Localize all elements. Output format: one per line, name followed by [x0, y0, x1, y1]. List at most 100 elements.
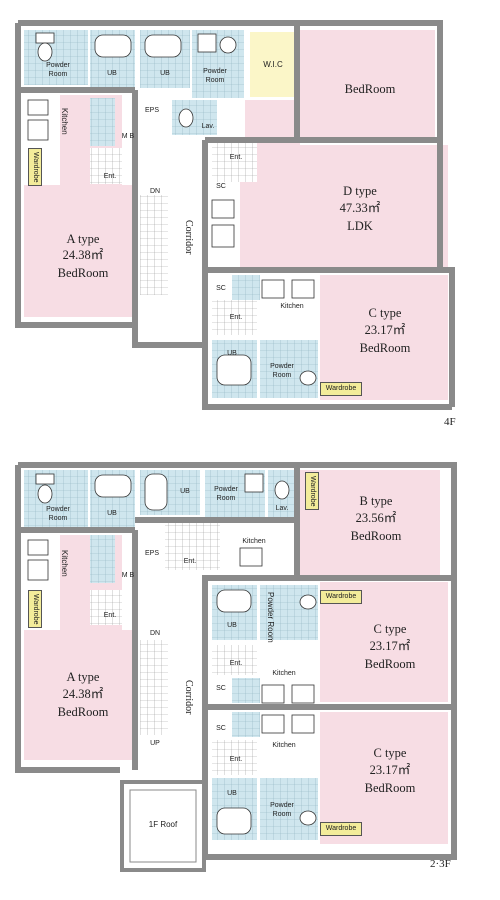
eps-2f-label: EPS	[144, 550, 159, 557]
d-bedroom-label: BedRoom	[344, 82, 396, 96]
powder-c-4f	[260, 340, 318, 398]
wash-c1-2f	[232, 678, 260, 703]
wardrobe-a-2f: Wardrobe	[28, 590, 42, 628]
fixtures-4f	[27, 32, 317, 386]
unit-c1-type: C type	[373, 622, 407, 636]
corridor-2f-label: Corridor	[183, 680, 194, 715]
room-b-2f	[300, 470, 440, 575]
wic	[250, 32, 295, 97]
wash-a-2f	[90, 535, 115, 583]
unit-d-area: 47.33㎡	[339, 201, 381, 215]
wardrobe-c-4f: Wardrobe	[320, 382, 362, 396]
dn-2f-label: DN	[149, 630, 161, 637]
stairs-4f	[140, 195, 168, 295]
sc-c-4f-label: SC	[216, 285, 226, 292]
ent-d-4f-label: Ent.	[229, 154, 243, 161]
room-a-4f	[24, 185, 132, 317]
room-d-bedroom	[300, 30, 435, 140]
ub-a-2f-label: UB	[107, 510, 117, 517]
walls-2f	[15, 462, 457, 860]
wardrobe-a-4f: Wardrobe	[28, 148, 42, 186]
kitchen-a-2f-label: Kitchen	[60, 550, 69, 577]
ub-a-4f-label: UB	[107, 70, 117, 77]
ent-a-2f-label: Ent.	[103, 612, 117, 619]
unit-b-area: 23.56㎡	[355, 511, 397, 525]
ent-c2-2f-label: Ent.	[229, 756, 243, 763]
kitchen-c-4f-label: Kitchen	[280, 303, 304, 310]
wash-c-4f	[232, 275, 260, 300]
roof-inner	[129, 789, 197, 863]
lav-4f-label: Lav.	[201, 123, 215, 130]
floor-2-3f	[15, 462, 457, 872]
ub-c-4f-label: UB	[227, 350, 237, 357]
room-a-2f	[24, 630, 132, 760]
corridor-4f-label: Corridor	[183, 220, 194, 255]
unit-b-type: B type	[359, 494, 393, 508]
sc-c2-2f-label: SC	[216, 725, 226, 732]
wash-a-4f	[90, 98, 115, 146]
sc-c1-2f-label: SC	[216, 685, 226, 692]
ub-b-2f-label: UB	[180, 488, 190, 495]
ent-c-4f-label: Ent.	[229, 314, 243, 321]
ent-b-2f-label: Ent.	[183, 558, 197, 565]
powder-c2-2f	[260, 778, 318, 840]
room-c-4f	[320, 275, 448, 400]
powder-c1-2f-label: Powder Room	[266, 592, 275, 643]
unit-c2-area: 23.17㎡	[369, 763, 411, 777]
powder-a-4f-label-1: Powder	[46, 62, 70, 69]
unit-c1-room: BedRoom	[364, 657, 416, 671]
wic-label: W.I.C	[263, 60, 283, 69]
powder-a-2f-label-1: Powder	[46, 506, 70, 513]
powder-c-4f-label-1: Powder	[270, 363, 294, 370]
stairs-2f	[140, 640, 168, 735]
ub-a-4f	[24, 30, 88, 85]
kitchen-c2-2f-label: Kitchen	[272, 742, 296, 749]
ent-a-4f	[90, 148, 122, 184]
ub-c2-2f-label: UB	[227, 790, 237, 797]
ent-c1-2f	[212, 645, 257, 675]
ent-c2-2f	[212, 740, 257, 775]
unit-c-4f-area: 23.17㎡	[364, 323, 406, 337]
floor-4f	[15, 20, 457, 410]
wardrobe-c2-2f: Wardrobe	[320, 822, 362, 836]
eps-4f-label: EPS	[144, 107, 159, 114]
floor-label-4f: 4F	[444, 416, 456, 428]
ent-b-2f	[165, 520, 220, 570]
unit-a-2f-type: A type	[66, 670, 100, 684]
ent-a-4f-label: Ent.	[103, 173, 117, 180]
unit-c2-type: C type	[373, 746, 407, 760]
mb-4f-label: M B	[121, 133, 135, 140]
powder-a-4f-label-2: Room	[48, 71, 68, 78]
wardrobe-c1-2f: Wardrobe	[320, 590, 362, 604]
powder-c2-2f-label-1: Powder	[270, 802, 294, 809]
unit-c2-room: BedRoom	[364, 781, 416, 795]
unit-a-2f-area: 24.38㎡	[62, 687, 104, 701]
unit-b-room: BedRoom	[350, 529, 402, 543]
floor-label-2-3f: 2·3F	[430, 858, 451, 870]
walls-4f	[15, 20, 455, 410]
unit-a-4f-type: A type	[66, 232, 100, 246]
sc-d-4f-label: SC	[216, 183, 226, 190]
ub-a-2f	[24, 470, 88, 530]
powder-c-4f-label-2: Room	[272, 372, 292, 379]
ent-a-2f	[90, 590, 122, 625]
powder-a-2f-label-2: Room	[48, 515, 68, 522]
powder-d-4f-label-1: Powder	[203, 68, 227, 75]
roof-label: 1F Roof	[148, 820, 178, 829]
powder-b-2f-label-1: Powder	[214, 486, 238, 493]
up-2f-label: UP	[150, 740, 160, 747]
ub-c1-2f-label: UB	[227, 622, 237, 629]
ent-d-4f	[212, 142, 257, 182]
lav-b-2f-label: Lav.	[275, 505, 289, 512]
kitchen-b-2f-label: Kitchen	[242, 538, 266, 545]
kitchen-a-4f-label: Kitchen	[60, 108, 69, 135]
unit-a-2f-room: BedRoom	[57, 705, 109, 719]
room-d-ldk	[240, 145, 448, 267]
kitchen-c1-2f-label: Kitchen	[272, 670, 296, 677]
unit-a-4f-room: BedRoom	[57, 266, 109, 280]
powder-c1-2f	[260, 585, 318, 640]
unit-d-type: D type	[343, 184, 377, 198]
ent-c-4f	[212, 300, 257, 335]
wash-c2-2f	[232, 712, 260, 737]
